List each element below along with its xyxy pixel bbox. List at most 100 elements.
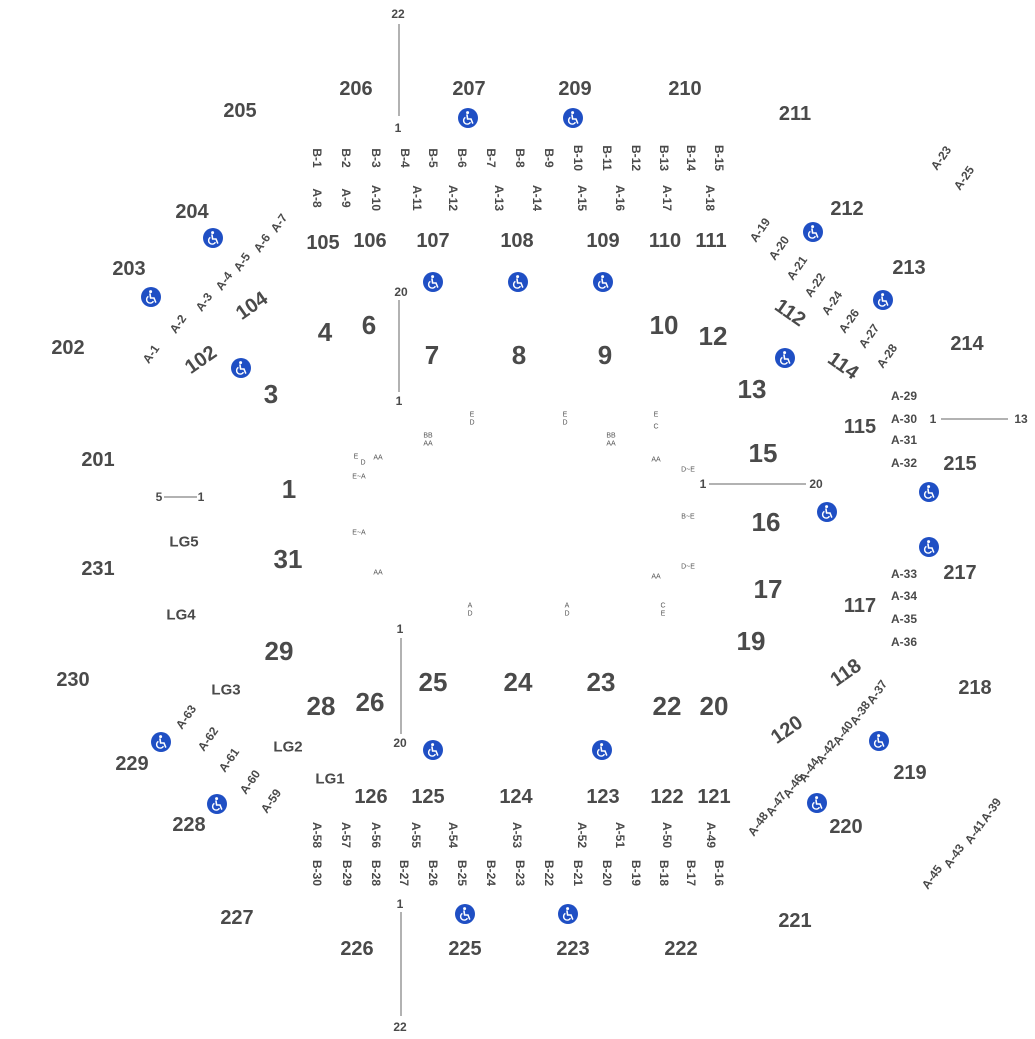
floor-section-label[interactable]: 25 (418, 667, 448, 697)
section-label[interactable]: 121 (697, 786, 731, 808)
seat-number-marker: 20 (393, 736, 407, 750)
section-label[interactable]: 215 (943, 453, 977, 475)
section-label[interactable]: 222 (664, 938, 698, 960)
floor-section-label[interactable]: 7 (424, 340, 440, 370)
row-letter: E (353, 453, 359, 461)
section-label[interactable]: 210 (668, 78, 702, 100)
box-label: B-13 (657, 144, 671, 172)
box-label: B-27 (397, 859, 411, 887)
row-label: A-17 (660, 184, 674, 212)
floor-section-label[interactable]: 4 (317, 317, 333, 347)
floor-section-label[interactable]: 1 (281, 474, 297, 504)
floor-section-label[interactable]: 31 (273, 544, 303, 574)
row-label: A-12 (446, 184, 460, 212)
section-label[interactable]: 214 (950, 333, 984, 355)
section-label[interactable]: 124 (499, 786, 533, 808)
section-label[interactable]: 204 (175, 201, 209, 223)
row-letter: D (360, 459, 366, 467)
box-label: B-25 (455, 859, 469, 887)
floor-section-label[interactable]: 12 (698, 321, 728, 351)
floor-section-label[interactable]: 10 (649, 310, 679, 340)
floor-section-label[interactable]: 20 (699, 691, 729, 721)
floor-section-label[interactable]: 29 (264, 636, 294, 666)
row-label: A-55 (409, 821, 423, 849)
section-label[interactable]: 225 (448, 938, 482, 960)
box-label: B-11 (600, 145, 614, 171)
floor-section-label[interactable]: 23 (586, 667, 616, 697)
floor-section-label[interactable]: 16 (751, 507, 781, 537)
section-label[interactable]: 105 (306, 232, 340, 254)
row-letter: D~E (681, 563, 695, 571)
section-label[interactable]: 108 (500, 230, 534, 252)
section-label[interactable]: 122 (650, 786, 684, 808)
section-label[interactable]: 226 (340, 938, 374, 960)
section-label[interactable]: 202 (51, 337, 85, 359)
section-label[interactable]: 115 (843, 416, 877, 438)
section-label[interactable]: 219 (893, 762, 927, 784)
section-label[interactable]: 221 (778, 910, 812, 932)
floor-section-label[interactable]: 19 (736, 626, 766, 656)
row-label: A-54 (446, 821, 460, 849)
floor-section-label[interactable]: 17 (753, 574, 783, 604)
section-label[interactable]: 206 (339, 78, 373, 100)
row-label: A-15 (575, 184, 589, 212)
row-letter: A (467, 602, 473, 610)
section-label[interactable]: 125 (411, 786, 445, 808)
section-label[interactable]: 201 (81, 449, 115, 471)
floor-section-label[interactable]: 22 (652, 691, 682, 721)
section-label[interactable]: 109 (586, 230, 620, 252)
section-label[interactable]: 209 (558, 78, 592, 100)
floor-section-label[interactable]: 6 (361, 310, 377, 340)
wheelchair-icon (151, 732, 171, 752)
section-label[interactable]: 203 (112, 258, 146, 280)
floor-section-label[interactable]: 28 (306, 691, 336, 721)
section-label[interactable]: 220 (829, 816, 863, 838)
section-label[interactable]: 106 (353, 230, 387, 252)
section-label[interactable]: 227 (220, 907, 254, 929)
floor-section-label[interactable]: 15 (748, 438, 778, 468)
floor-section-label[interactable]: 9 (597, 340, 613, 370)
seat-number-marker: 5 (155, 490, 163, 504)
box-label: B-24 (484, 859, 498, 887)
floor-section-label[interactable]: 13 (737, 374, 767, 404)
section-label[interactable]: 110 (648, 230, 682, 252)
lg-section-label[interactable]: LG4 (166, 606, 196, 624)
wheelchair-icon (873, 290, 893, 310)
floor-section-label[interactable]: 8 (511, 340, 527, 370)
lg-section-label[interactable]: LG5 (169, 533, 199, 551)
row-label: A-58 (310, 821, 324, 849)
section-label[interactable]: 126 (354, 786, 388, 808)
section-label[interactable]: 107 (416, 230, 450, 252)
section-label[interactable]: 229 (115, 753, 149, 775)
floor-section-label[interactable]: 3 (263, 379, 279, 409)
box-label: B-6 (455, 148, 469, 168)
row-letter: D (564, 610, 570, 618)
row-label: A-52 (575, 821, 589, 849)
row-letter: D (469, 419, 475, 427)
section-label[interactable]: 207 (452, 78, 486, 100)
section-label[interactable]: 218 (958, 677, 992, 699)
row-letter: AA (423, 440, 433, 448)
section-label[interactable]: 211 (778, 103, 812, 125)
section-label[interactable]: 212 (830, 198, 864, 220)
seat-number-marker: 22 (393, 1020, 407, 1034)
section-label[interactable]: 205 (223, 100, 257, 122)
floor-section-label[interactable]: 24 (503, 667, 533, 697)
seat-number-marker: 1 (929, 412, 937, 426)
row-label: A-11 (410, 185, 424, 211)
section-label[interactable]: 223 (556, 938, 590, 960)
section-label[interactable]: 228 (172, 814, 206, 836)
wheelchair-icon (231, 358, 251, 378)
lg-section-label[interactable]: LG2 (273, 738, 303, 756)
lg-section-label[interactable]: LG3 (211, 681, 241, 699)
lg-section-label[interactable]: LG1 (315, 770, 345, 788)
section-label[interactable]: 231 (81, 558, 115, 580)
section-label[interactable]: 213 (892, 257, 926, 279)
section-label[interactable]: 111 (695, 230, 727, 252)
section-label[interactable]: 217 (943, 562, 977, 584)
floor-section-label[interactable]: 26 (355, 687, 385, 717)
section-label[interactable]: 123 (586, 786, 620, 808)
section-label[interactable]: 117 (843, 595, 877, 617)
section-label[interactable]: 230 (56, 669, 90, 691)
box-label: B-16 (712, 859, 726, 887)
